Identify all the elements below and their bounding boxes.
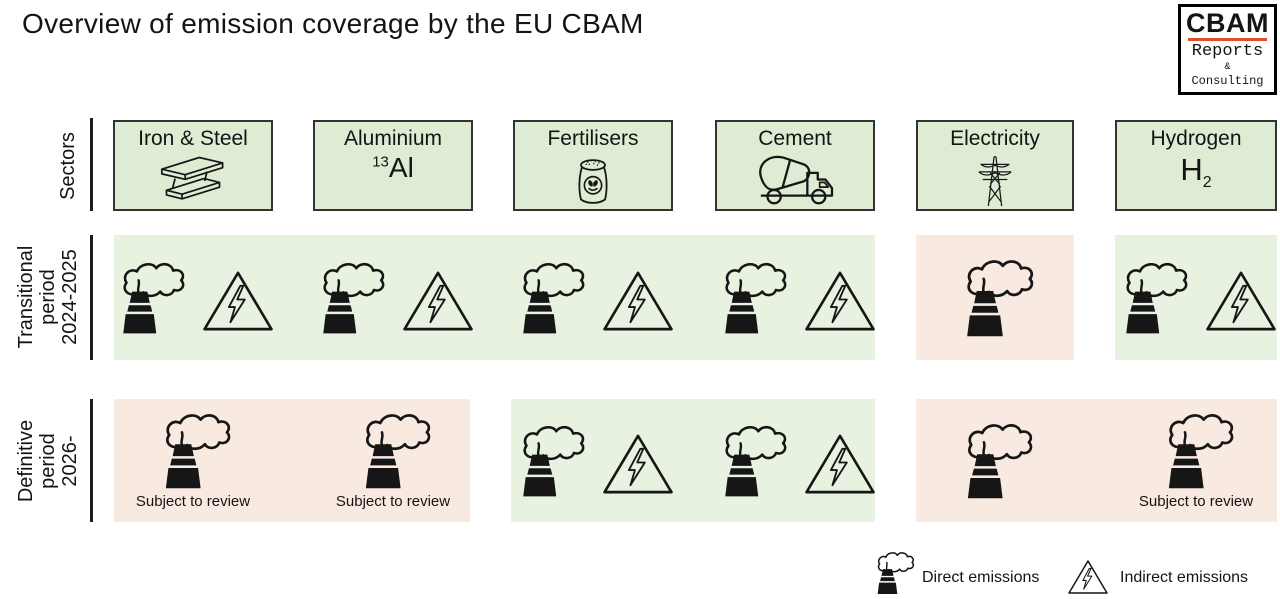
hydrogen-symbol: H2 [1180, 152, 1212, 192]
cement-truck-icon [749, 152, 841, 207]
direct-emissions-icon [110, 261, 188, 335]
sectors-axis-line [90, 118, 93, 211]
direct-emissions-icon [310, 261, 388, 335]
sector-box-electricity: Electricity [916, 120, 1074, 211]
direct-emissions-icon [510, 424, 588, 498]
transitional-cell-iron-steel [113, 235, 273, 360]
logo-ampersand-text: & [1224, 62, 1231, 74]
definitive-cell-iron-steel: Subject to review [113, 399, 273, 522]
logo-reports-text: Reports [1191, 42, 1264, 62]
transitional-cell-fertilisers [513, 235, 673, 360]
direct-emissions-icon [152, 412, 234, 490]
sector-label: Aluminium [343, 127, 443, 150]
transitional-cell-cement [715, 235, 875, 360]
transitional-axis-line [90, 235, 93, 360]
transitional-cell-aluminium [313, 235, 473, 360]
aluminium-symbol: 13Al [372, 152, 414, 183]
sector-label: Hydrogen [1150, 127, 1242, 150]
direct-emissions-icon [352, 412, 434, 490]
indirect-emissions-icon [600, 267, 676, 335]
page-title: Overview of emission coverage by the EU … [22, 8, 644, 39]
sector-box-hydrogen: Hydrogen H2 [1115, 120, 1277, 211]
subject-to-review-note: Subject to review [335, 492, 451, 510]
sector-box-fertilisers: Fertilisers [513, 120, 673, 211]
logo-divider [1188, 38, 1267, 42]
sector-box-aluminium: Aluminium 13Al [313, 120, 473, 211]
logo-consulting-text: Consulting [1191, 74, 1264, 89]
sector-box-cement: Cement [715, 120, 875, 211]
legend-direct-emissions-icon [870, 551, 916, 595]
indirect-emissions-icon [600, 430, 676, 498]
transitional-electricity-partial-band [916, 235, 1074, 360]
definitive-cell-electricity [916, 399, 1074, 522]
direct-emissions-icon [1155, 412, 1237, 490]
legend-direct-emissions-label: Direct emissions [922, 569, 1040, 586]
sector-label: Electricity [950, 127, 1040, 150]
direct-emissions-icon [954, 422, 1036, 500]
i-beam-icon [154, 152, 232, 202]
definitive-cell-aluminium: Subject to review [313, 399, 473, 522]
sector-label: Cement [758, 127, 832, 150]
fertiliser-sack-icon [569, 152, 617, 208]
direct-emissions-icon [953, 258, 1037, 338]
direct-emissions-icon [1113, 261, 1191, 335]
sector-label: Iron & Steel [138, 127, 248, 150]
subject-to-review-note: Subject to review [135, 492, 251, 510]
definitive-cell-fertilisers [513, 399, 673, 522]
indirect-emissions-icon [802, 430, 878, 498]
indirect-emissions-icon [802, 267, 878, 335]
subject-to-review-note: Subject to review [1138, 492, 1254, 510]
definitive-cell-hydrogen: Subject to review [1115, 399, 1277, 522]
indirect-emissions-icon [400, 267, 476, 335]
definitive-axis-line [90, 399, 93, 522]
row-label-sectors: Sectors [57, 132, 79, 200]
transitional-cell-hydrogen [1115, 235, 1277, 360]
pylon-icon [976, 152, 1014, 207]
indirect-emissions-icon [200, 267, 276, 335]
definitive-covered-band [511, 399, 875, 522]
transitional-cell-electricity [916, 235, 1074, 360]
row-label-definitive-period: Definitive period 2026- [15, 419, 81, 503]
direct-emissions-icon [712, 424, 790, 498]
cbam-reports-logo: CBAM Reports & Consulting [1178, 4, 1277, 95]
row-label-transitional-period: Transitional period 2024-2025 [15, 245, 81, 349]
sector-box-iron-steel: Iron & Steel [113, 120, 273, 211]
legend-indirect-emissions-label: Indirect emissions [1120, 569, 1249, 586]
definitive-cell-cement [715, 399, 875, 522]
sector-label: Fertilisers [547, 127, 639, 150]
logo-cbam-text: CBAM [1186, 8, 1269, 38]
legend-indirect-emissions-icon [1066, 558, 1110, 596]
direct-emissions-icon [712, 261, 790, 335]
direct-emissions-icon [510, 261, 588, 335]
indirect-emissions-icon [1203, 267, 1279, 335]
